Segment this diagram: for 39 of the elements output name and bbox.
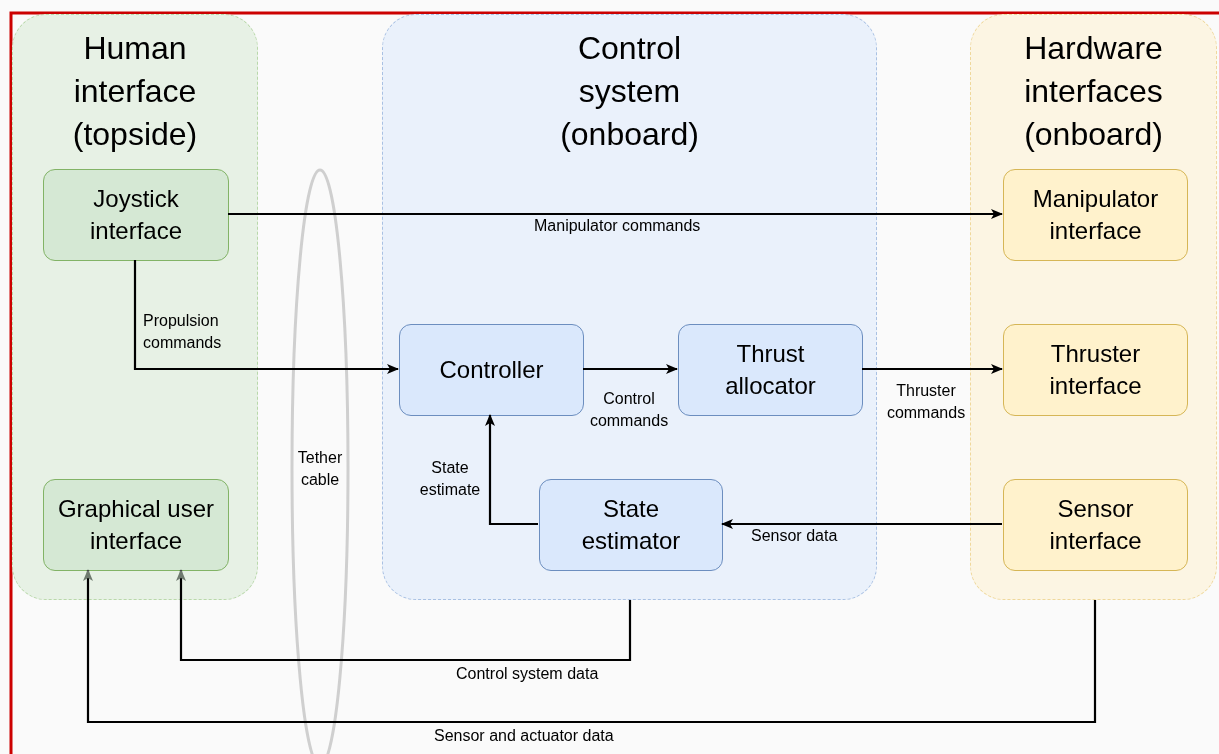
group-heading: Human interface (topside) xyxy=(71,29,199,154)
box-label: Sensor interface xyxy=(1048,494,1143,556)
edge-label: Control system data xyxy=(456,664,599,684)
group-heading: Control system (onboard) xyxy=(559,29,700,154)
edge-label: Propulsion commands xyxy=(143,311,223,353)
process-box xyxy=(678,324,863,416)
box-label: Joystick interface xyxy=(88,184,184,246)
process-box xyxy=(1003,169,1188,261)
process-box xyxy=(1003,479,1188,571)
group-container xyxy=(382,14,877,600)
box-label: Thrust allocator xyxy=(724,339,817,401)
box-label: Manipulator interface xyxy=(1031,184,1160,246)
arrow xyxy=(133,260,399,374)
edge-label: Sensor data xyxy=(751,526,838,546)
arrow xyxy=(83,569,1097,724)
arrow xyxy=(176,569,632,662)
process-box xyxy=(43,169,229,261)
arrow xyxy=(485,414,538,526)
edge-label: Manipulator commands xyxy=(534,216,701,236)
edge-label: Sensor and actuator data xyxy=(434,726,614,746)
process-box xyxy=(539,479,723,571)
group-container xyxy=(12,14,258,600)
edge-label: Control commands xyxy=(588,389,670,431)
arrow xyxy=(721,519,1002,529)
box-label: Controller xyxy=(438,355,545,385)
arrow xyxy=(583,364,678,374)
tether-label: Tether cable xyxy=(296,448,344,490)
arrow xyxy=(862,364,1003,374)
box-label: Thruster interface xyxy=(1048,339,1143,401)
arrow xyxy=(228,209,1003,219)
box-label: State estimator xyxy=(580,494,682,556)
group-heading: Hardware interfaces (onboard) xyxy=(1023,29,1164,154)
box-label: Graphical user interface xyxy=(56,494,216,556)
group-container xyxy=(970,14,1217,600)
process-box xyxy=(1003,324,1188,416)
process-box xyxy=(43,479,229,571)
edge-label: Thruster commands xyxy=(885,381,967,423)
process-box xyxy=(399,324,584,416)
edge-label: State estimate xyxy=(418,458,482,500)
